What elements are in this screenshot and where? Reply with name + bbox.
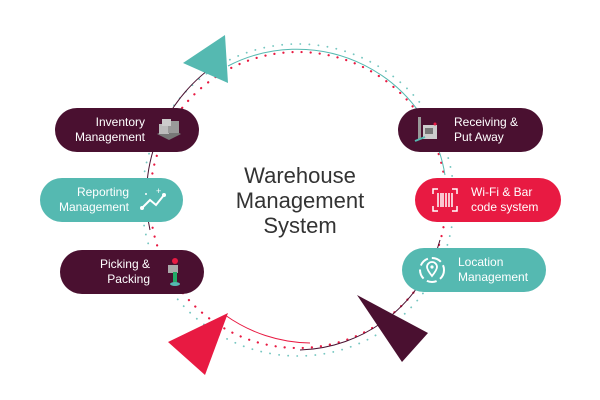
item-label: Receiving &Put Away [454, 115, 519, 144]
diagram-title: Warehouse Management System [200, 163, 400, 238]
pallet-boxes-icon [153, 114, 185, 146]
svg-text:+: + [156, 186, 161, 196]
barcode-icon [429, 184, 461, 216]
arrow-head-maroon [357, 295, 428, 362]
worker-icon [158, 256, 190, 288]
item-picking-packing[interactable]: Picking &Packing [60, 250, 204, 294]
title-line: Warehouse [244, 163, 356, 188]
item-label: Picking &Packing [99, 257, 150, 286]
arrow-head-red [168, 313, 228, 375]
item-receiving-put-away[interactable]: Receiving &Put Away [398, 108, 543, 152]
title-line: System [263, 213, 337, 238]
arrow-head-teal [183, 35, 228, 83]
arc-red [224, 314, 311, 344]
location-pin-icon [416, 254, 448, 286]
trend-chart-icon: + [137, 184, 169, 216]
title-line: Management [235, 188, 365, 213]
forklift-icon [412, 114, 444, 146]
